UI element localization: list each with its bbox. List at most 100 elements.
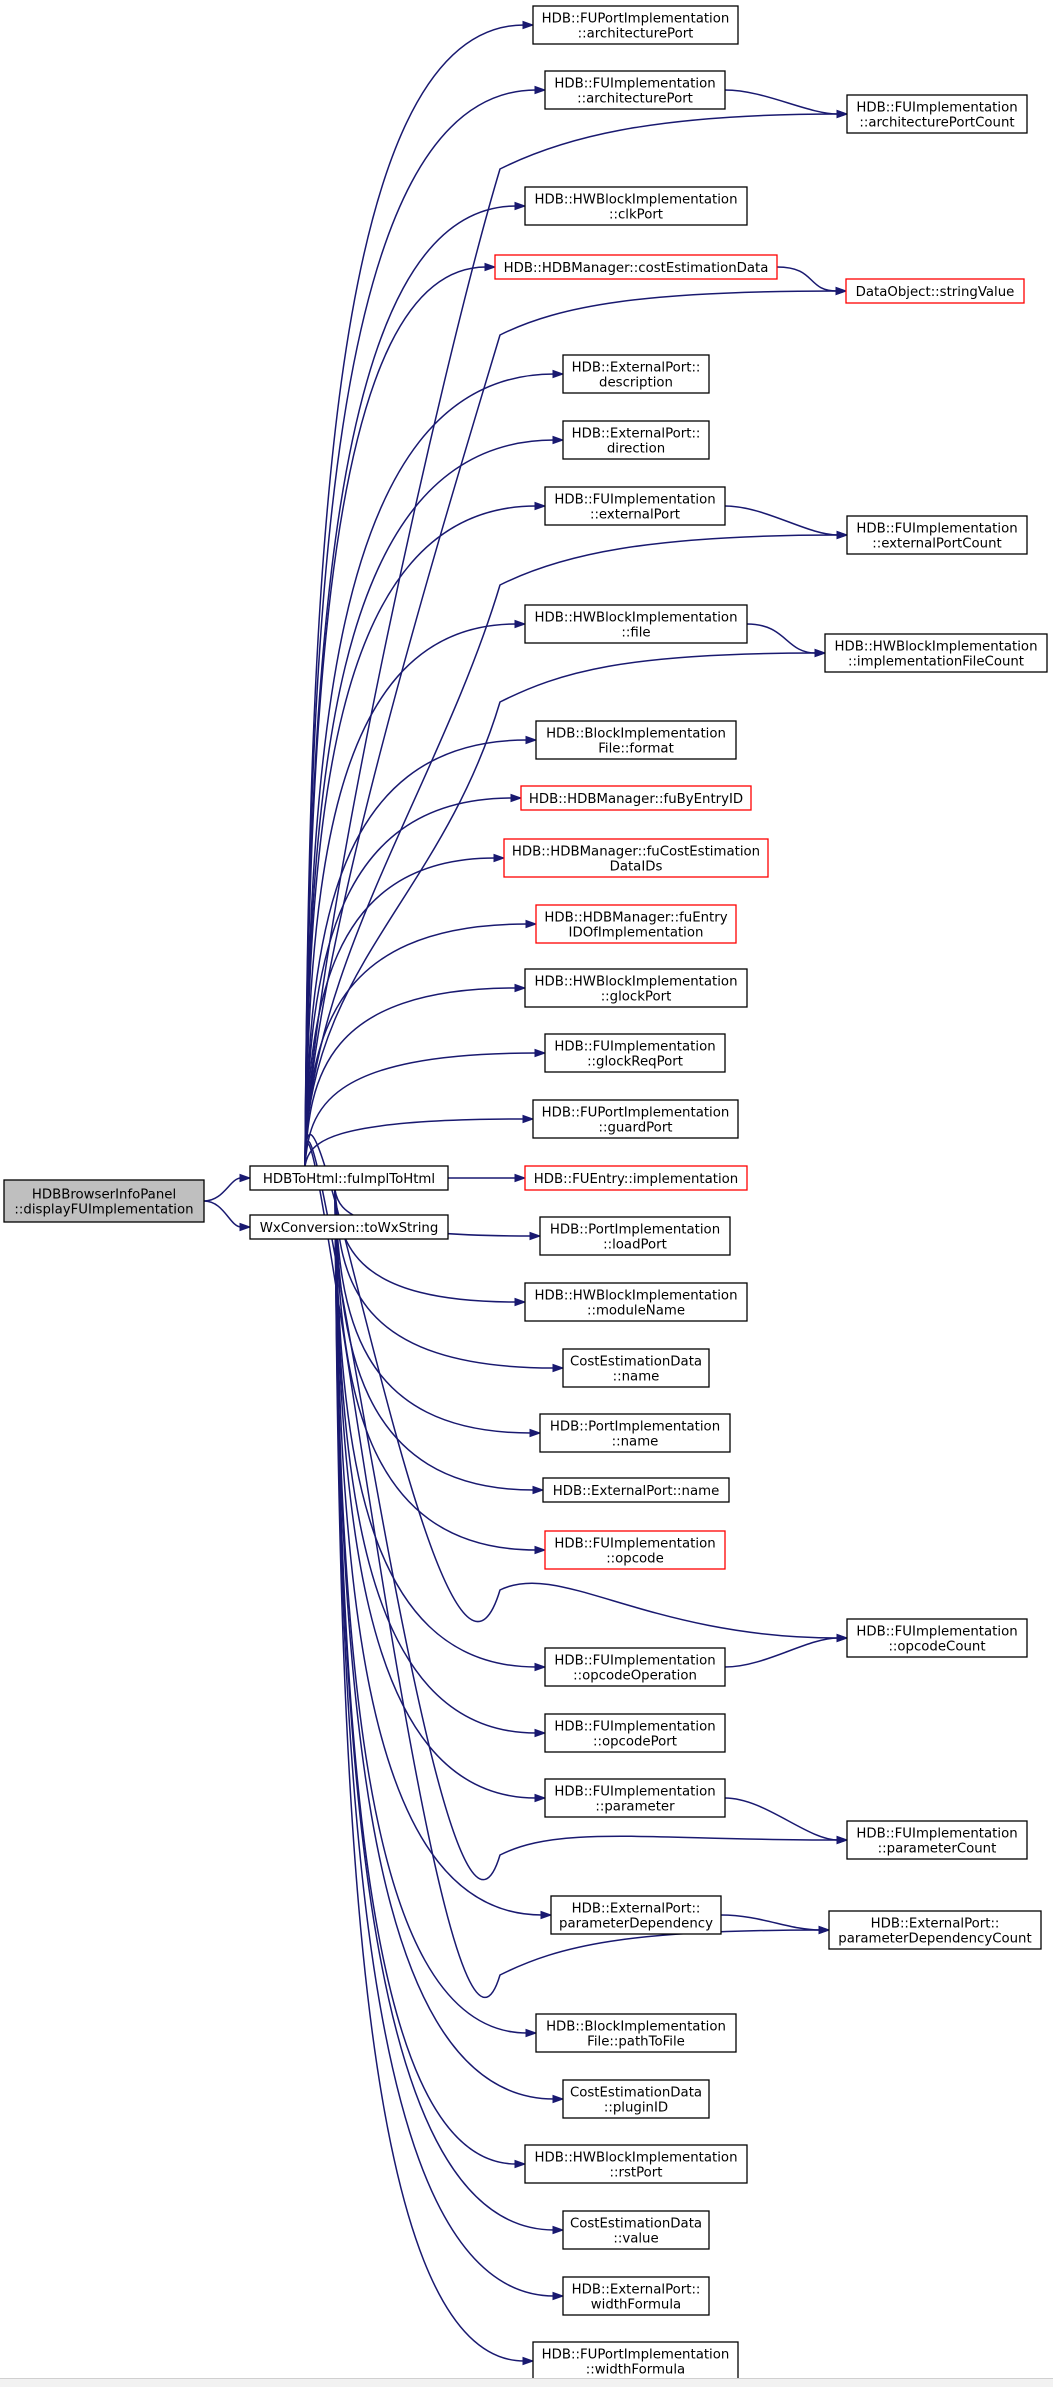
node-hwbi-moduleName[interactable]: HDB::HWBlockImplementation::moduleName — [524, 1282, 748, 1322]
node-fupi-archPort[interactable]: HDB::FUPortImplementation::architectureP… — [532, 5, 739, 45]
node-fui-opcodeCount[interactable]: HDB::FUImplementation::opcodeCount — [846, 1618, 1028, 1658]
node-box — [846, 94, 1028, 134]
node-box — [535, 2013, 737, 2053]
edge-fui_parameter-to-fui_parameterCount — [724, 1797, 839, 1841]
edge-arrowhead — [514, 619, 527, 629]
node-label: HDB::FUImplementation — [554, 1040, 715, 1055]
edge-arrowhead — [510, 793, 523, 803]
node-ep-widthFormula[interactable]: HDB::ExternalPort::widthFormula — [562, 2276, 710, 2316]
node-fui-parameterCount[interactable]: HDB::FUImplementation::parameterCount — [846, 1820, 1028, 1860]
node-label: ::architecturePort — [577, 92, 693, 107]
edge-arrowhead — [552, 2291, 565, 2301]
node-label: ::glockReqPort — [587, 1055, 683, 1070]
node-ep-paramDependencyCount[interactable]: HDB::ExternalPort::parameterDependencyCo… — [828, 1910, 1042, 1950]
edge-fuImplToHtml-to-hwbi_glockPort — [304, 987, 517, 1167]
edge-fui_archPort-to-fui_archPortCount — [724, 89, 839, 115]
node-fupi-widthFormula[interactable]: HDB::FUPortImplementation::widthFormula — [532, 2341, 739, 2381]
node-label: ::displayFUImplementation — [14, 1203, 193, 1218]
node-mgr-fuEntryIDOfImpl[interactable]: HDB::HDBManager::fuEntryIDOfImplementati… — [535, 904, 737, 944]
node-box — [524, 968, 748, 1008]
node-fuImplToHtml[interactable]: HDBToHtml::fuImplToHtml — [249, 1165, 449, 1191]
node-ced-name[interactable]: CostEstimationData::name — [562, 1348, 710, 1388]
node-box — [544, 486, 726, 526]
node-box — [846, 1820, 1028, 1860]
edge-arrowhead — [534, 501, 547, 511]
node-fui-externalPortCount[interactable]: HDB::FUImplementation::externalPortCount — [846, 515, 1028, 555]
edge-fui_externalPort-to-fui_externalPortCount — [724, 505, 839, 536]
edge-arrowhead — [484, 262, 497, 272]
node-hwbi-glockPort[interactable]: HDB::HWBlockImplementation::glockPort — [524, 968, 748, 1008]
page-footer — [0, 2378, 1053, 2387]
edge-fuImplToHtml-to-mgr_fuEntryIDOfImpl — [304, 923, 528, 1167]
node-label: HDB::HWBlockImplementation — [534, 193, 737, 208]
edge-fuImplToHtml-to-ced_value — [334, 1189, 555, 2231]
node-fui-externalPort[interactable]: HDB::FUImplementation::externalPort — [544, 486, 726, 526]
node-label: HDB::FUImplementation — [554, 1537, 715, 1552]
node-fue-implementation[interactable]: HDB::FUEntry::implementation — [524, 1165, 748, 1191]
node-label: ::parameter — [595, 1800, 675, 1815]
node-label: ::guardPort — [598, 1121, 672, 1136]
node-mgr-costEstData[interactable]: HDB::HDBManager::costEstimationData — [494, 254, 778, 280]
edge-fuImplToHtml-to-fui_parameterCount — [304, 1140, 839, 1881]
edge-arrowhead — [514, 983, 527, 993]
edge-arrowhead — [552, 369, 565, 379]
edge-arrowhead — [540, 1910, 553, 1920]
node-label: HDB::FUPortImplementation — [542, 2348, 730, 2363]
node-label: HDB::ExternalPort:: — [871, 1917, 1000, 1932]
edge-fuImplToHtml-to-fupi_widthFormula — [334, 1189, 525, 2362]
node-label: HDB::FUImplementation — [856, 1625, 1017, 1640]
node-hwbi-file[interactable]: HDB::HWBlockImplementation::file — [524, 604, 748, 644]
node-fui-parameter[interactable]: HDB::FUImplementation::parameter — [544, 1778, 726, 1818]
node-pi-name[interactable]: HDB::PortImplementation::name — [539, 1413, 731, 1453]
node-ep-direction[interactable]: HDB::ExternalPort::direction — [562, 420, 710, 460]
node-label: HDB::PortImplementation — [550, 1223, 720, 1238]
node-ced-value[interactable]: CostEstimationData::value — [562, 2210, 710, 2250]
edge-fuImplToHtml-to-fui_glockReqPort — [304, 1052, 537, 1167]
node-mgr-fuByEntryID[interactable]: HDB::HDBManager::fuByEntryID — [520, 785, 752, 811]
node-fui-opcodePort[interactable]: HDB::FUImplementation::opcodePort — [544, 1713, 726, 1753]
node-fui-opcode[interactable]: HDB::FUImplementation::opcode — [544, 1530, 726, 1570]
node-label: HDB::FUImplementation — [554, 1654, 715, 1669]
node-box — [544, 70, 726, 110]
node-label: HDB::HDBManager::costEstimationData — [504, 261, 769, 276]
node-do-stringValue[interactable]: DataObject::stringValue — [845, 278, 1025, 304]
node-box — [520, 785, 752, 811]
node-label: HDB::FUImplementation — [554, 1785, 715, 1800]
node-hwbi-implFileCount[interactable]: HDB::HWBlockImplementation::implementati… — [824, 633, 1048, 673]
node-fui-opcodeOperation[interactable]: HDB::FUImplementation::opcodeOperation — [544, 1647, 726, 1687]
node-ep-description[interactable]: HDB::ExternalPort::description — [562, 354, 710, 394]
node-hwbi-clkPort[interactable]: HDB::HWBlockImplementation::clkPort — [524, 186, 748, 226]
node-label: File::format — [598, 742, 674, 757]
node-label: direction — [607, 442, 665, 457]
node-fui-archPort[interactable]: HDB::FUImplementation::architecturePort — [544, 70, 726, 110]
edge-arrowhead — [836, 530, 849, 540]
node-label: ::parameterCount — [878, 1842, 997, 1857]
node-toWxString[interactable]: WxConversion::toWxString — [249, 1214, 449, 1240]
node-label: ::file — [621, 626, 650, 641]
node-label: DataIDs — [610, 860, 663, 875]
node-root[interactable]: HDBBrowserInfoPanel::displayFUImplementa… — [3, 1179, 205, 1223]
node-box — [550, 1895, 722, 1935]
node-box — [249, 1165, 449, 1191]
node-label: HDB::ExternalPort::name — [553, 1484, 720, 1499]
node-fupi-guardPort[interactable]: HDB::FUPortImplementation::guardPort — [532, 1099, 739, 1139]
edge-arrowhead — [529, 1231, 542, 1241]
node-ep-paramDependency[interactable]: HDB::ExternalPort::parameterDependency — [550, 1895, 722, 1935]
node-label: HDB::HWBlockImplementation — [534, 2151, 737, 2166]
node-label: HDB::HWBlockImplementation — [834, 640, 1037, 655]
edge-root-to-toWxString — [203, 1200, 242, 1228]
node-pi-loadPort[interactable]: HDB::PortImplementation::loadPort — [539, 1216, 731, 1256]
node-ced-pluginID[interactable]: CostEstimationData::pluginID — [562, 2079, 710, 2119]
node-label: HDB::FUPortImplementation — [542, 12, 730, 27]
node-label: WxConversion::toWxString — [260, 1221, 439, 1236]
node-fui-glockReqPort[interactable]: HDB::FUImplementation::glockReqPort — [544, 1033, 726, 1073]
edge-arrowhead — [525, 735, 538, 745]
node-hwbi-rstPort[interactable]: HDB::HWBlockImplementation::rstPort — [524, 2144, 748, 2184]
node-ep-name[interactable]: HDB::ExternalPort::name — [542, 1477, 730, 1503]
node-fui-archPortCount[interactable]: HDB::FUImplementation::architecturePortC… — [846, 94, 1028, 134]
edge-root-to-fuImplToHtml — [203, 1177, 242, 1202]
